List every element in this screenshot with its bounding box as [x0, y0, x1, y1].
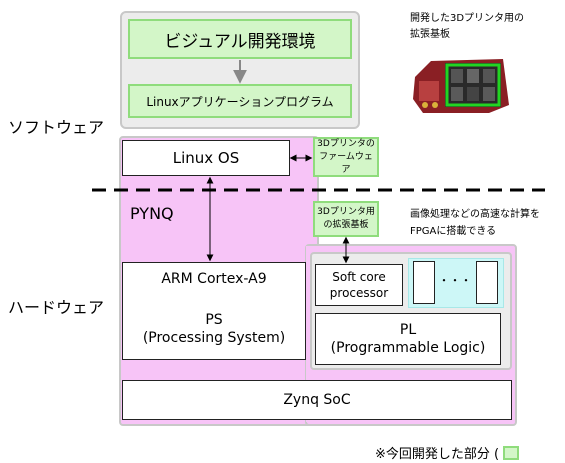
fpga-note: 画像処理などの高速な計算を FPGAに搭載できる [410, 209, 540, 237]
ip-block-2 [476, 261, 498, 304]
linux-os-box: Linux OS [122, 140, 290, 176]
pl-box: PL (Programmable Logic) [315, 313, 501, 365]
linux-app-box: Linuxアプリケーションプログラム [128, 84, 352, 118]
pynq-label: PYNQ [130, 204, 174, 223]
ps-label: PS (Processing System) [142, 312, 286, 346]
legend-swatch [503, 445, 520, 460]
expansion-board-photo [411, 55, 511, 115]
expansion-board-box: 3Dプリンタ用 の拡張基板 [313, 201, 379, 237]
board-image-icon [411, 55, 511, 115]
visual-dev-env-box: ビジュアル開発環境 [128, 19, 352, 59]
ps-box: ARM Cortex-A9 PS (Processing System) [122, 262, 306, 360]
ip-block-1 [413, 261, 435, 304]
legend-text: ※今回開発した部分 ( [375, 447, 500, 462]
arm-label: ARM Cortex-A9 [161, 271, 267, 287]
ip-dots: ・・・ [438, 274, 472, 287]
zynq-soc-box: Zynq SoC [122, 380, 512, 420]
software-label: ソフトウェア [8, 118, 105, 137]
photo-caption: 開発した3Dプリンタ用の 拡張基板 [410, 13, 525, 40]
soft-core-box: Soft core processor [315, 264, 403, 306]
legend: ※今回開発した部分 ( [375, 443, 520, 462]
firmware-box: 3Dプリンタの ファームウェア [313, 137, 379, 177]
hardware-label: ハードウェア [8, 298, 105, 317]
